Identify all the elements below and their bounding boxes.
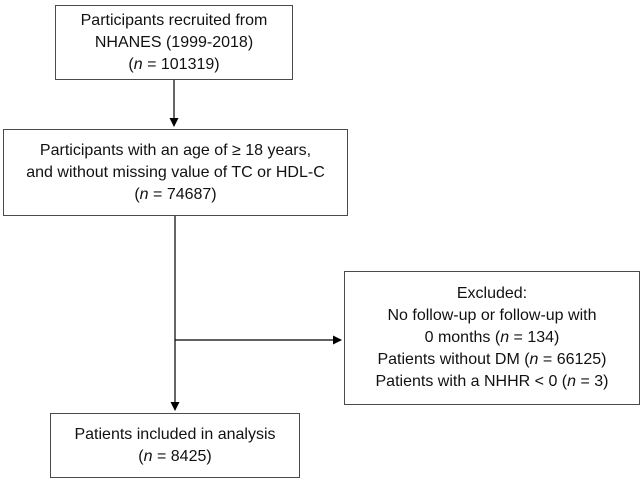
- box-text-line: Patients with a NHHR < 0 (n = 3): [375, 373, 609, 390]
- box-patients-included: Patients included in analysis (n = 8425): [50, 413, 300, 478]
- box-text-line: and without missing value of TC or HDL-C: [26, 163, 325, 181]
- box-text-line: (n = 8425): [138, 447, 212, 465]
- box-text-line: (n = 101319): [128, 55, 220, 73]
- box-text-line: Excluded:: [456, 285, 528, 302]
- box-participants-eligible: Participants with an age of ≥ 18 years, a…: [3, 129, 348, 216]
- box-text-line: Participants recruited from: [80, 11, 268, 29]
- box-text-line: NHANES (1999-2018): [94, 33, 254, 51]
- box-text-line: Patients included in analysis: [74, 425, 276, 443]
- box-text-line: No follow-up or follow-up with: [387, 307, 597, 324]
- box-text-line: (n = 74687): [134, 185, 217, 203]
- box-text-line: Participants with an age of ≥ 18 years,: [39, 141, 312, 159]
- box-text-line: Patients without DM (n = 66125): [377, 351, 607, 368]
- box-excluded: Excluded: No follow-up or follow-up with 0…: [344, 271, 640, 405]
- box-text-line: 0 months (n = 134): [424, 329, 560, 346]
